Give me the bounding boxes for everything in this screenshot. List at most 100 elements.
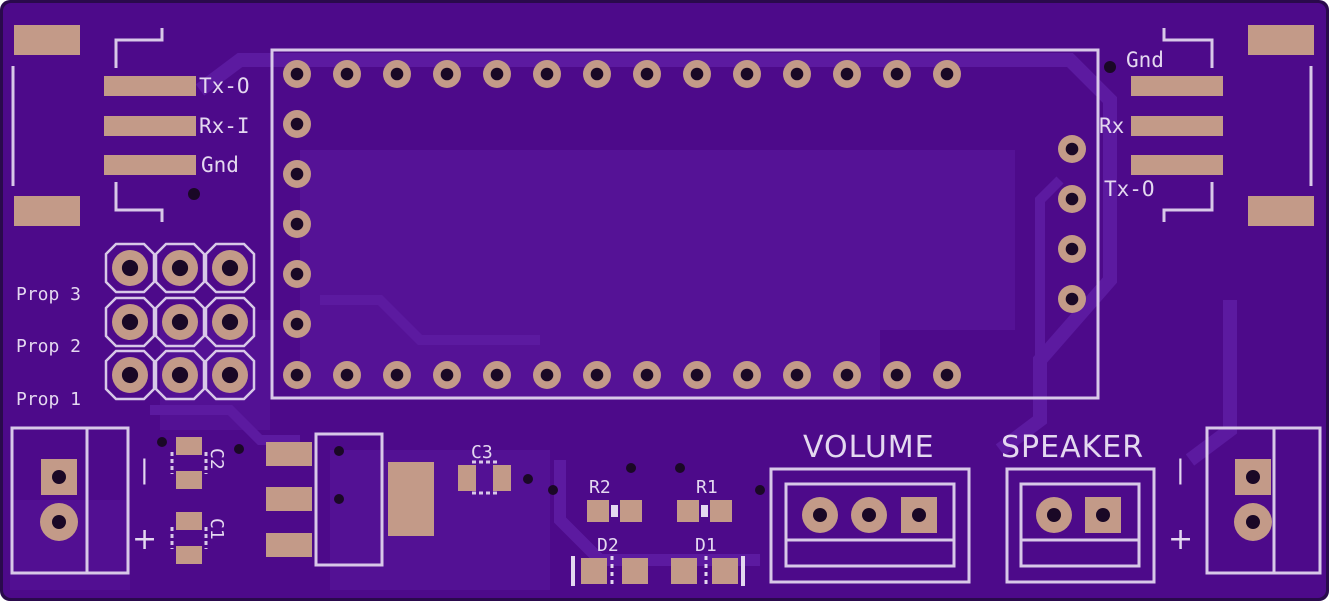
left-header-pad-1 [104, 76, 196, 96]
left-mount-pad-top [14, 25, 80, 55]
right-header-pad-3 [1131, 155, 1223, 175]
drill-hole [740, 67, 754, 81]
drill-hole [290, 117, 304, 131]
prop-pin-outline [204, 349, 256, 401]
prop-pin-outline [154, 242, 206, 294]
drill-hole [171, 366, 189, 384]
module-pins [283, 60, 1086, 389]
drill-hole [1065, 142, 1079, 156]
drill-hole [221, 259, 239, 277]
right-mount-pad-bottom [1248, 196, 1314, 226]
drill-hole [121, 259, 139, 277]
c1-label: C1 [206, 518, 227, 540]
drill-hole [590, 67, 604, 81]
left-serial-header: Tx-O Rx-I Gnd [11, 25, 250, 226]
led-d2: D2 [571, 535, 648, 586]
prop-pin-outline [204, 242, 256, 294]
drill-hole [171, 313, 189, 331]
drill-hole [690, 368, 704, 382]
drill-hole [890, 67, 904, 81]
drill-hole [890, 368, 904, 382]
c2-label: C2 [206, 448, 227, 470]
right-header-label-rx: Rx [1099, 114, 1124, 138]
drill-hole [290, 67, 304, 81]
drill-hole [390, 67, 404, 81]
drill-hole [690, 67, 704, 81]
r1-label: R1 [696, 477, 718, 498]
drill-hole [840, 67, 854, 81]
d1-label: D1 [695, 535, 717, 556]
drill-hole [940, 368, 954, 382]
volume-connector: VOLUME [769, 430, 971, 584]
prop-pin-outline [104, 242, 156, 294]
drill-hole [340, 368, 354, 382]
right-header-pad-1 [1131, 76, 1223, 96]
right-header-pad-2 [1131, 116, 1223, 136]
speaker-label: SPEAKER [1001, 430, 1144, 465]
drill-hole [640, 368, 654, 382]
drill-hole [290, 267, 304, 281]
capacitor-c3: C3 [458, 442, 558, 495]
left-header-label-txo: Tx-O [199, 74, 250, 98]
drill-hole [390, 368, 404, 382]
power-connector-left: | + [10, 426, 158, 575]
drill-hole [490, 368, 504, 382]
r2-label: R2 [589, 477, 611, 498]
via [234, 444, 244, 454]
drill-hole [221, 366, 239, 384]
drill-hole [590, 368, 604, 382]
resistor-r2: R2 [587, 463, 642, 522]
via [1104, 61, 1116, 73]
drill-hole [121, 313, 139, 331]
d2-label: D2 [597, 535, 619, 556]
via [157, 437, 167, 447]
left-header-label-rxi: Rx-I [199, 114, 250, 138]
led-d1: D1 [671, 535, 745, 586]
module-outline [270, 48, 1100, 400]
prop-pin-outline [154, 296, 206, 348]
voltage-regulator [266, 432, 434, 567]
drill-hole [540, 67, 554, 81]
volume-label: VOLUME [803, 430, 935, 465]
right-header-label-gnd: Gnd [1126, 48, 1164, 72]
power-left-plus: + [132, 522, 158, 557]
drill-hole [940, 67, 954, 81]
drill-hole [290, 217, 304, 231]
drill-hole [840, 368, 854, 382]
via [188, 188, 200, 200]
left-header-label-gnd: Gnd [201, 153, 239, 177]
drill-hole [490, 67, 504, 81]
right-serial-header: Gnd Rx Tx-O [1099, 25, 1314, 226]
left-mount-pad-bottom [14, 196, 80, 226]
drill-hole [290, 368, 304, 382]
drill-hole [540, 368, 554, 382]
drill-hole [440, 67, 454, 81]
drill-hole [1065, 292, 1079, 306]
resistor-r1: R1 [675, 463, 765, 522]
drill-hole [640, 67, 654, 81]
drill-hole [440, 368, 454, 382]
c3-label: C3 [471, 442, 493, 463]
drill-hole [221, 313, 239, 331]
right-mount-pad-top [1248, 25, 1314, 55]
drill-hole [340, 67, 354, 81]
prop-pin-outline [154, 349, 206, 401]
left-header-pad-2 [104, 116, 196, 136]
capacitor-c1: C1 [170, 512, 227, 564]
prop-pin-outline [104, 296, 156, 348]
drill-hole [290, 167, 304, 181]
drill-hole [121, 366, 139, 384]
speaker-connector: SPEAKER [1001, 430, 1156, 584]
drill-hole [790, 368, 804, 382]
prop-header [104, 242, 256, 401]
drill-hole [290, 317, 304, 331]
drill-hole [1065, 192, 1079, 206]
drill-hole [740, 368, 754, 382]
prop-pin-outline [204, 296, 256, 348]
power-right-minus: | [1176, 455, 1186, 485]
right-header-label-txo: Tx-O [1104, 177, 1155, 201]
drill-hole [1065, 242, 1079, 256]
prop-label-3: Prop 3 [16, 284, 81, 305]
prop-label-1: Prop 1 [16, 389, 81, 410]
